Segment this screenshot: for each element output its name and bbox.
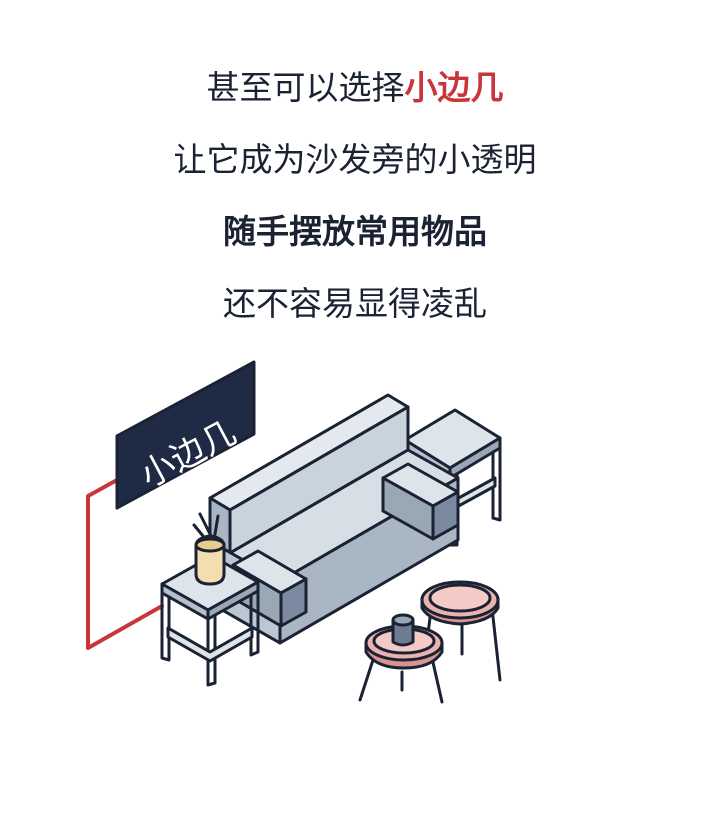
vase-plant xyxy=(192,512,226,586)
label-box xyxy=(115,360,256,510)
caption-line-1-highlight: 小边几 xyxy=(404,68,504,107)
caption-line-1: 甚至可以选择小边几 xyxy=(0,68,710,108)
small-round-stool xyxy=(358,613,444,704)
caption-line-1-prefix: 甚至可以选择 xyxy=(206,68,405,107)
callout-line xyxy=(86,478,164,650)
caption-line-3: 随手摆放常用物品 xyxy=(223,212,487,251)
caption-line-4: 还不容易显得凌乱 xyxy=(223,284,487,323)
caption-line-2: 让它成为沙发旁的小透明 xyxy=(173,140,537,179)
large-round-stool xyxy=(420,580,502,682)
